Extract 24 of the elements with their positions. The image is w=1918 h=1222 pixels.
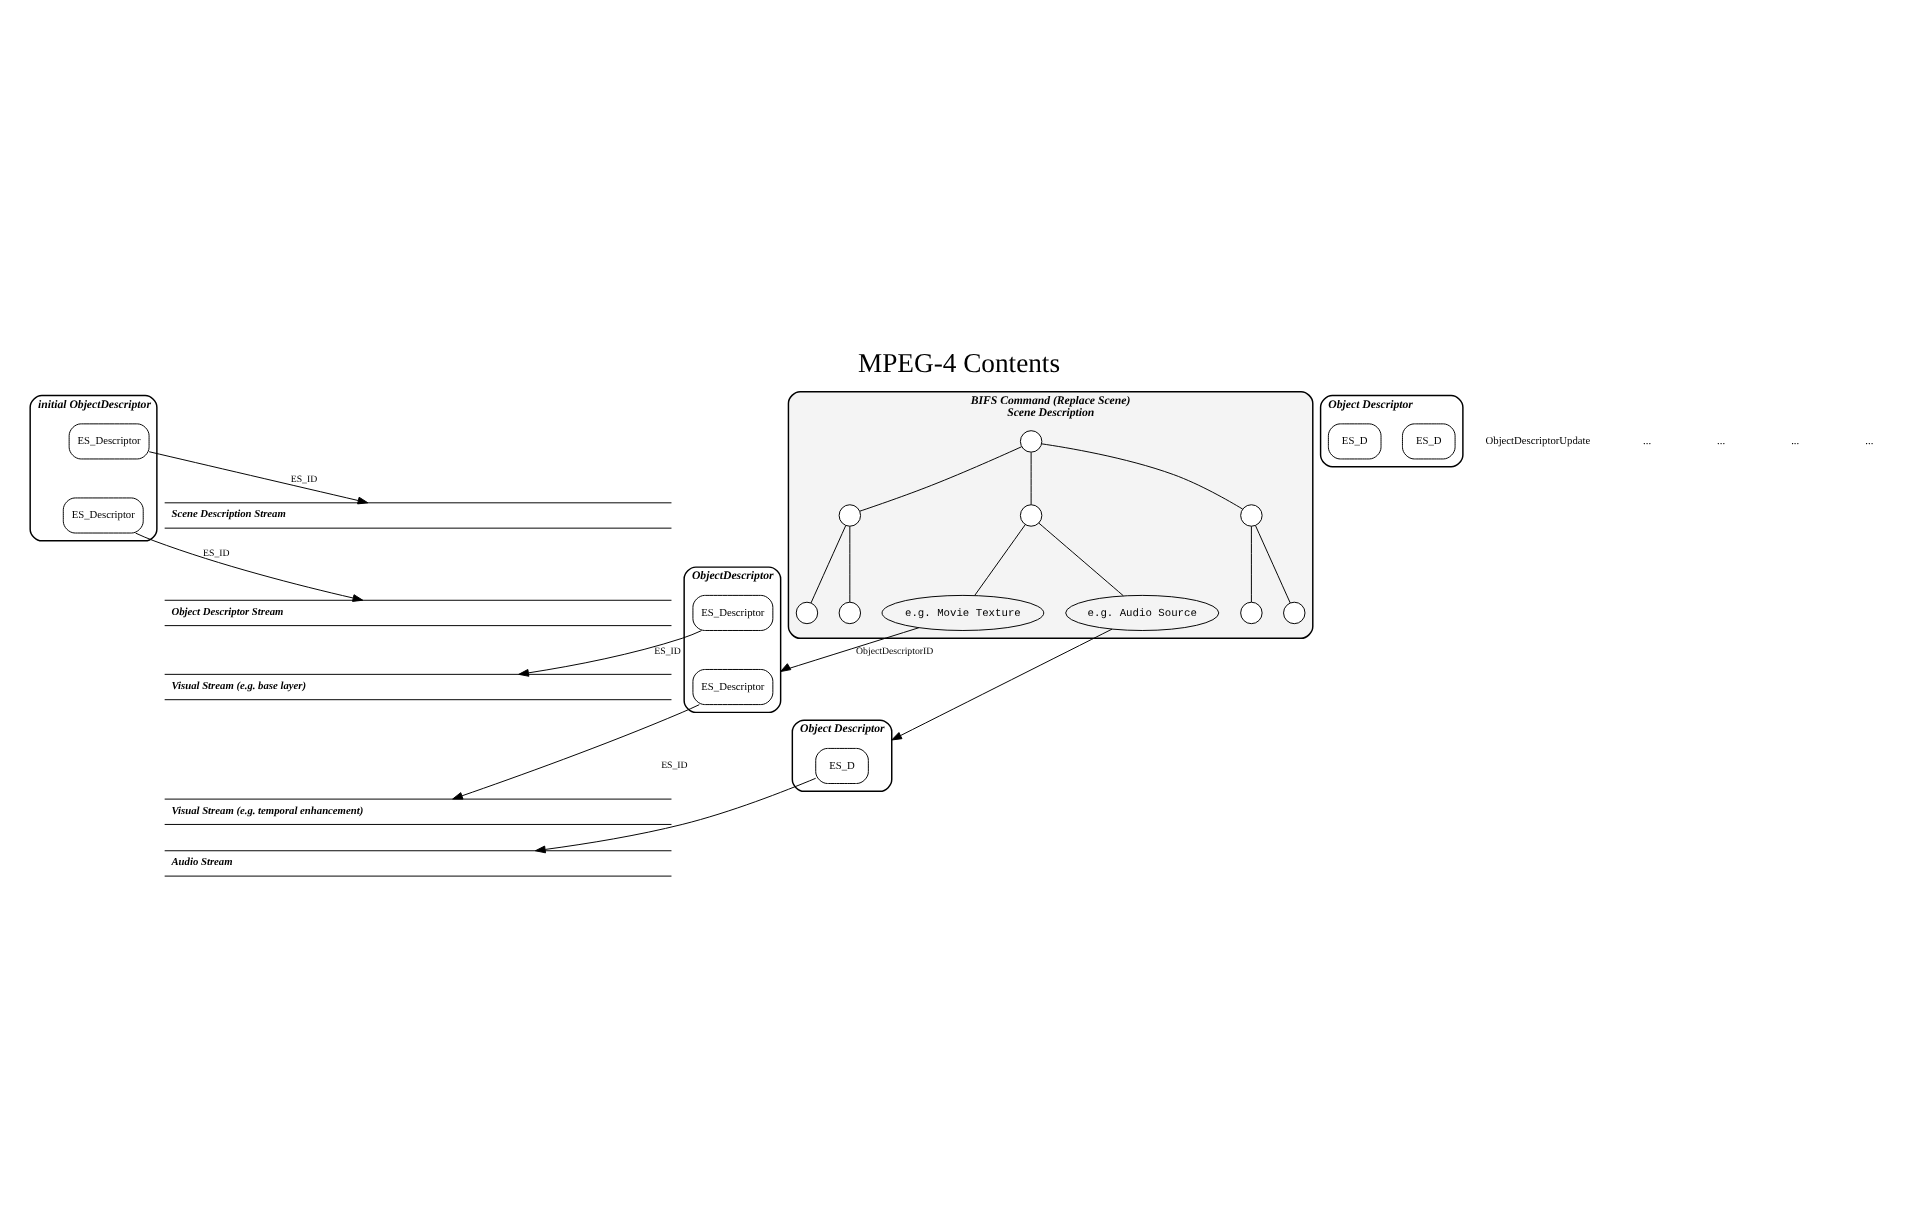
connector (1250, 525, 1252, 603)
connector (849, 525, 851, 603)
connector (974, 524, 1026, 596)
connector (1038, 522, 1124, 597)
connector (1041, 443, 1244, 510)
connector (810, 525, 847, 604)
node-circle (838, 601, 862, 625)
node-circle (795, 601, 819, 625)
node-circle (838, 504, 862, 527)
connector (859, 446, 1023, 512)
connector (1030, 451, 1032, 506)
arrow (148, 451, 369, 505)
arrow (135, 532, 364, 602)
node-circle (1240, 601, 1263, 625)
arrow (452, 704, 700, 800)
arrow (891, 628, 1113, 741)
arrow (780, 627, 920, 672)
arrow (534, 777, 817, 854)
diagram-title: MPEG-4 Contents (857, 347, 1061, 378)
node-circle (1283, 601, 1306, 625)
node-circle (1019, 504, 1043, 527)
node-circle (1019, 430, 1043, 453)
connector (1255, 525, 1291, 604)
node-circle (1240, 504, 1263, 527)
